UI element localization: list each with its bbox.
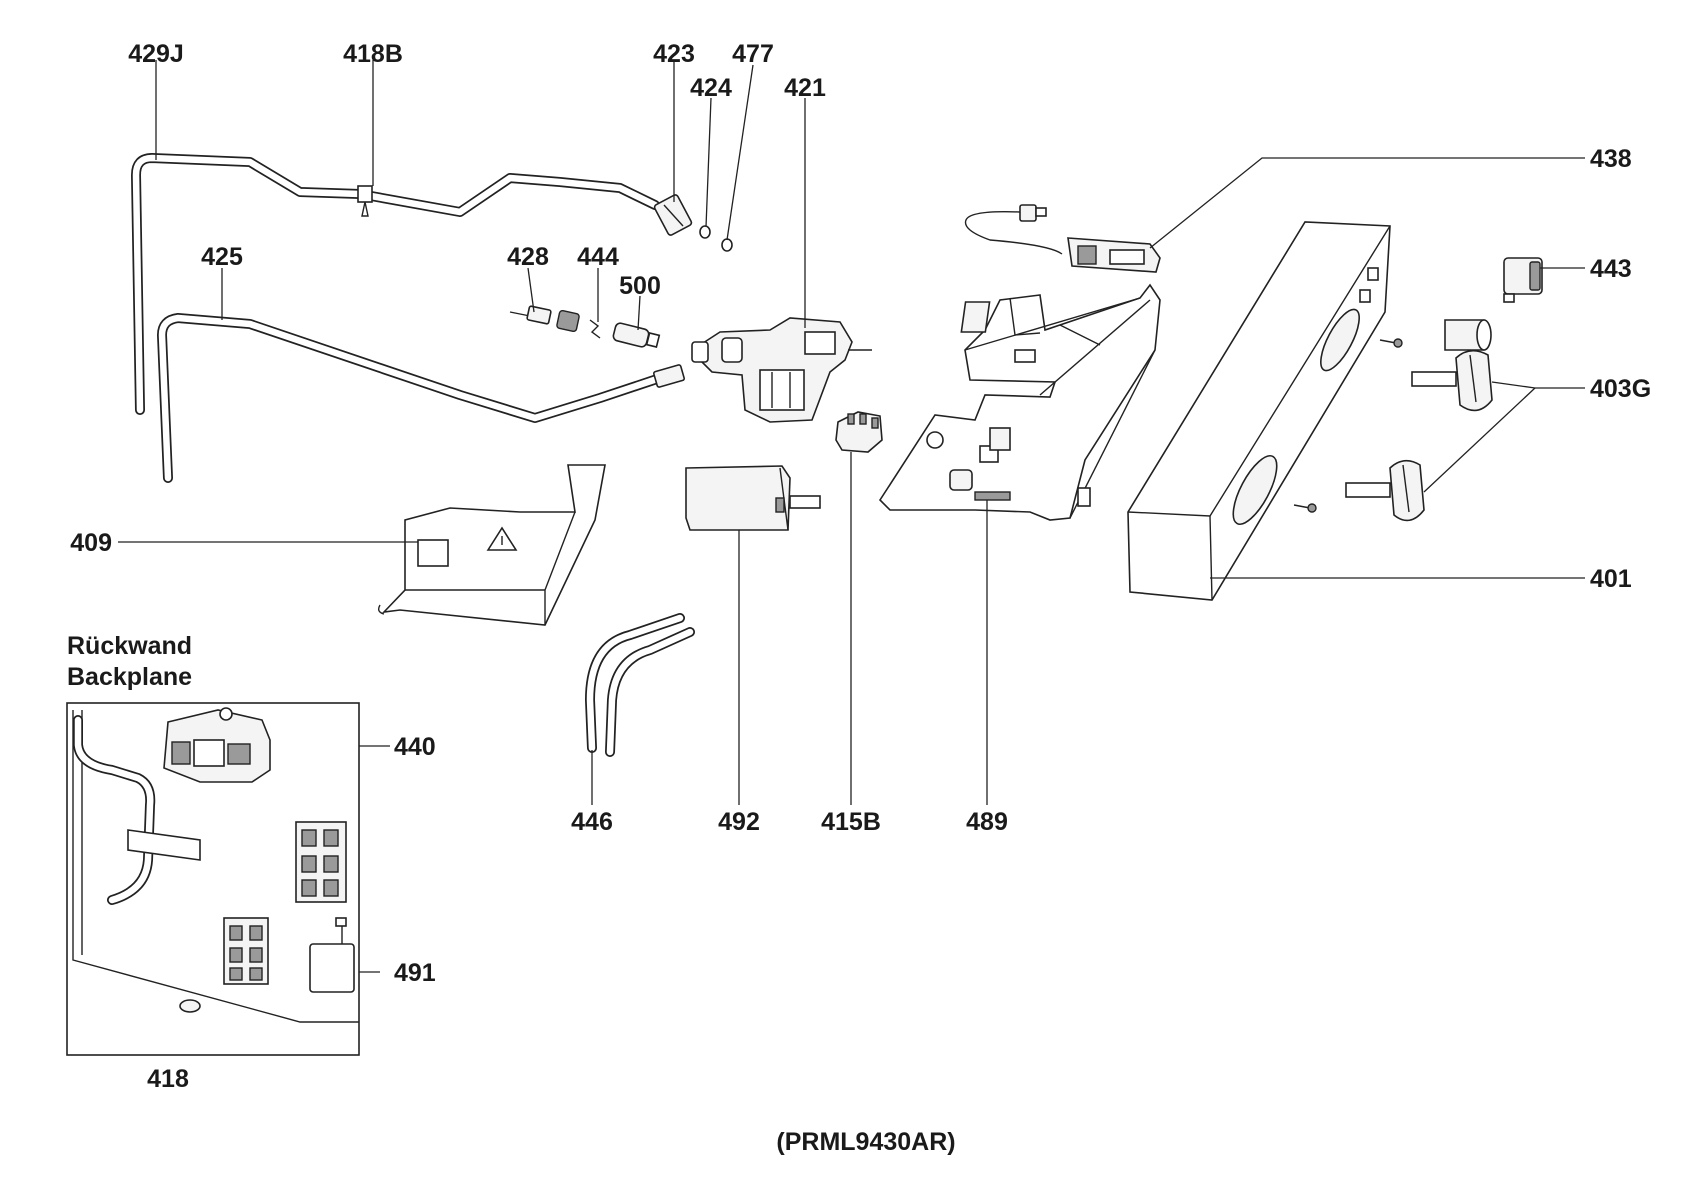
- control-panel-401: [1127, 221, 1391, 601]
- label-446: 446: [571, 808, 613, 836]
- washer-477: [721, 238, 733, 252]
- label-418: 418: [147, 1065, 189, 1093]
- gas-valve-421: [691, 317, 872, 423]
- inset-title-de: Rückwand: [67, 632, 192, 660]
- label-429J: 429J: [128, 40, 184, 68]
- label-401: 401: [1590, 565, 1632, 593]
- label-477: 477: [732, 40, 774, 68]
- label-492: 492: [718, 808, 760, 836]
- label-421: 421: [784, 74, 826, 102]
- nozzle-500: [612, 322, 661, 349]
- inset-title-en: Backplane: [67, 663, 192, 691]
- washer-424: [699, 225, 711, 239]
- terminal-block-440: [163, 707, 271, 783]
- gas-tubes-446: [585, 613, 695, 757]
- fitting-nut-423: [653, 194, 693, 236]
- model-number: (PRML9430AR): [776, 1128, 955, 1156]
- cover-plate-409: [377, 464, 606, 626]
- module-box-492: [685, 465, 821, 531]
- label-424: 424: [690, 74, 732, 102]
- clip-418: [127, 829, 201, 861]
- label-423: 423: [653, 40, 695, 68]
- knob-403G-upper: [1411, 349, 1493, 412]
- label-428: 428: [507, 243, 549, 271]
- label-425: 425: [201, 243, 243, 271]
- gas-pipe-429J: [131, 153, 660, 415]
- screw-lower: [1293, 503, 1317, 513]
- control-frame-489: [878, 283, 1161, 521]
- label-500: 500: [619, 272, 661, 300]
- label-440: 440: [394, 733, 436, 761]
- label-418B: 418B: [343, 40, 403, 68]
- knob-403G-lower: [1345, 459, 1425, 522]
- ignition-switch-438: [964, 204, 1161, 273]
- label-438: 438: [1590, 145, 1632, 173]
- spring-444: [556, 309, 601, 339]
- label-409: 409: [70, 529, 112, 557]
- inset-grommet: [179, 999, 201, 1013]
- label-443: 443: [1590, 255, 1632, 283]
- label-491: 491: [394, 959, 436, 987]
- terminal-block-lower: [223, 917, 269, 985]
- connector-415B: [835, 411, 883, 453]
- screw-upper: [1379, 338, 1403, 348]
- knob-sleeve: [1444, 319, 1492, 351]
- terminal-block-right: [295, 821, 347, 903]
- switch-443: [1503, 257, 1543, 303]
- relay-491: [309, 917, 355, 993]
- gas-pipe-425: [157, 313, 685, 483]
- label-444: 444: [577, 243, 619, 271]
- label-403G: 403G: [1590, 375, 1651, 403]
- callout-labels: 429J 418B 423 477 424 421 438 443 403G 4…: [70, 40, 1651, 836]
- label-415B: 415B: [821, 808, 881, 836]
- thermocouple-428: [509, 305, 552, 325]
- label-489: 489: [966, 808, 1008, 836]
- backplane-inset: Rückwand Backplane: [66, 632, 436, 1093]
- pipe-clip-418B: [357, 185, 373, 217]
